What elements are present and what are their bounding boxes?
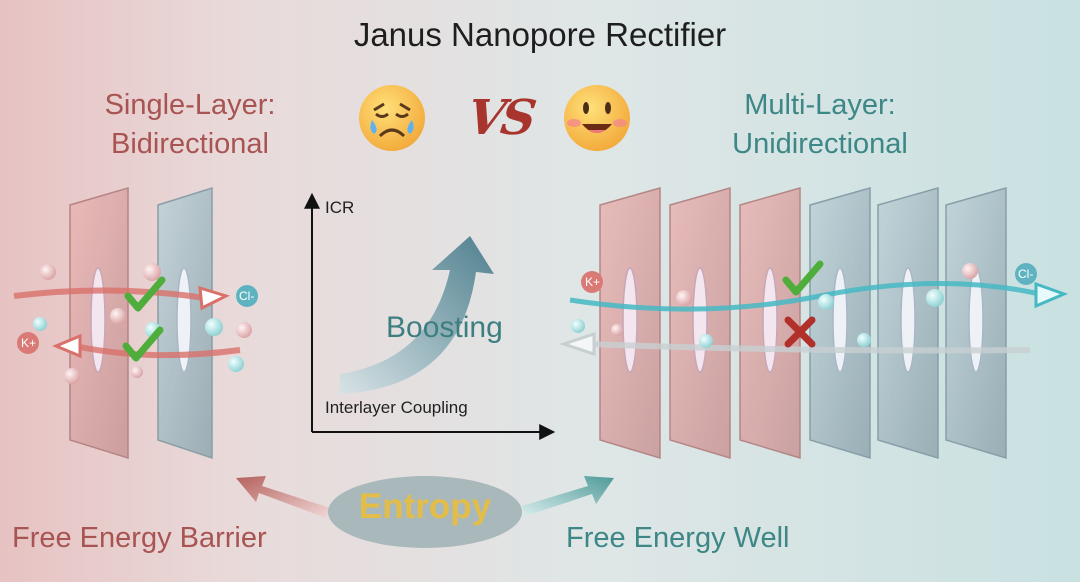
single-layer-line1: Single-Layer: (104, 89, 276, 121)
right-backward-flow (559, 331, 1031, 357)
right-plate-4 (809, 187, 871, 460)
entropy-label: Entropy (358, 487, 492, 526)
multi-layer-label: Multi-Layer: Unidirectional (690, 86, 950, 164)
svg-text:Cl-: Cl- (1018, 267, 1033, 281)
single-layer-label: Single-Layer: Bidirectional (60, 86, 320, 164)
boosting-label: Boosting (386, 311, 503, 344)
check-mark-icon (122, 326, 164, 362)
page-title: Janus Nanopore Rectifier (353, 16, 727, 53)
vs-label: VS (464, 90, 536, 146)
x-axis-label: Interlayer Coupling (325, 398, 468, 417)
left-cl-ion: Cl- (236, 285, 258, 307)
right-ions (571, 263, 978, 348)
svg-text:K+: K+ (21, 336, 36, 350)
entropy-ellipse (328, 476, 522, 548)
svg-text:Cl-: Cl- (239, 289, 254, 303)
smiling-face-icon (564, 85, 630, 151)
y-axis-label: ICR (325, 198, 355, 217)
left-k-ion: K+ (17, 332, 39, 354)
svg-text:K+: K+ (585, 275, 600, 289)
left-backward-flow (52, 333, 241, 359)
graph-axes (304, 192, 556, 440)
cross-mark-icon (784, 316, 816, 348)
left-blue-plate (157, 186, 213, 460)
right-plate-5 (877, 187, 939, 460)
left-ions (33, 263, 252, 384)
right-plate-1 (599, 187, 661, 460)
boosting-arrow (340, 236, 494, 394)
check-mark-icon (124, 276, 166, 312)
right-plate-6 (945, 187, 1007, 460)
right-forward-flow (569, 280, 1069, 312)
right-cl-ion: Cl- (1015, 263, 1037, 285)
multi-layer-line2: Unidirectional (732, 128, 908, 160)
multi-layer-line1: Multi-Layer: (744, 89, 896, 121)
right-k-ion: K+ (581, 271, 603, 293)
free-energy-barrier-label: Free Energy Barrier (12, 522, 267, 554)
check-mark-icon (782, 260, 824, 296)
left-forward-flow (13, 285, 231, 311)
free-energy-well-label: Free Energy Well (566, 522, 790, 554)
right-plate-2 (669, 187, 731, 460)
crying-face-icon (359, 85, 425, 151)
left-red-plate (69, 186, 129, 460)
single-layer-line2: Bidirectional (111, 128, 269, 160)
arrow-to-well (522, 476, 614, 516)
arrow-to-barrier (236, 476, 330, 518)
